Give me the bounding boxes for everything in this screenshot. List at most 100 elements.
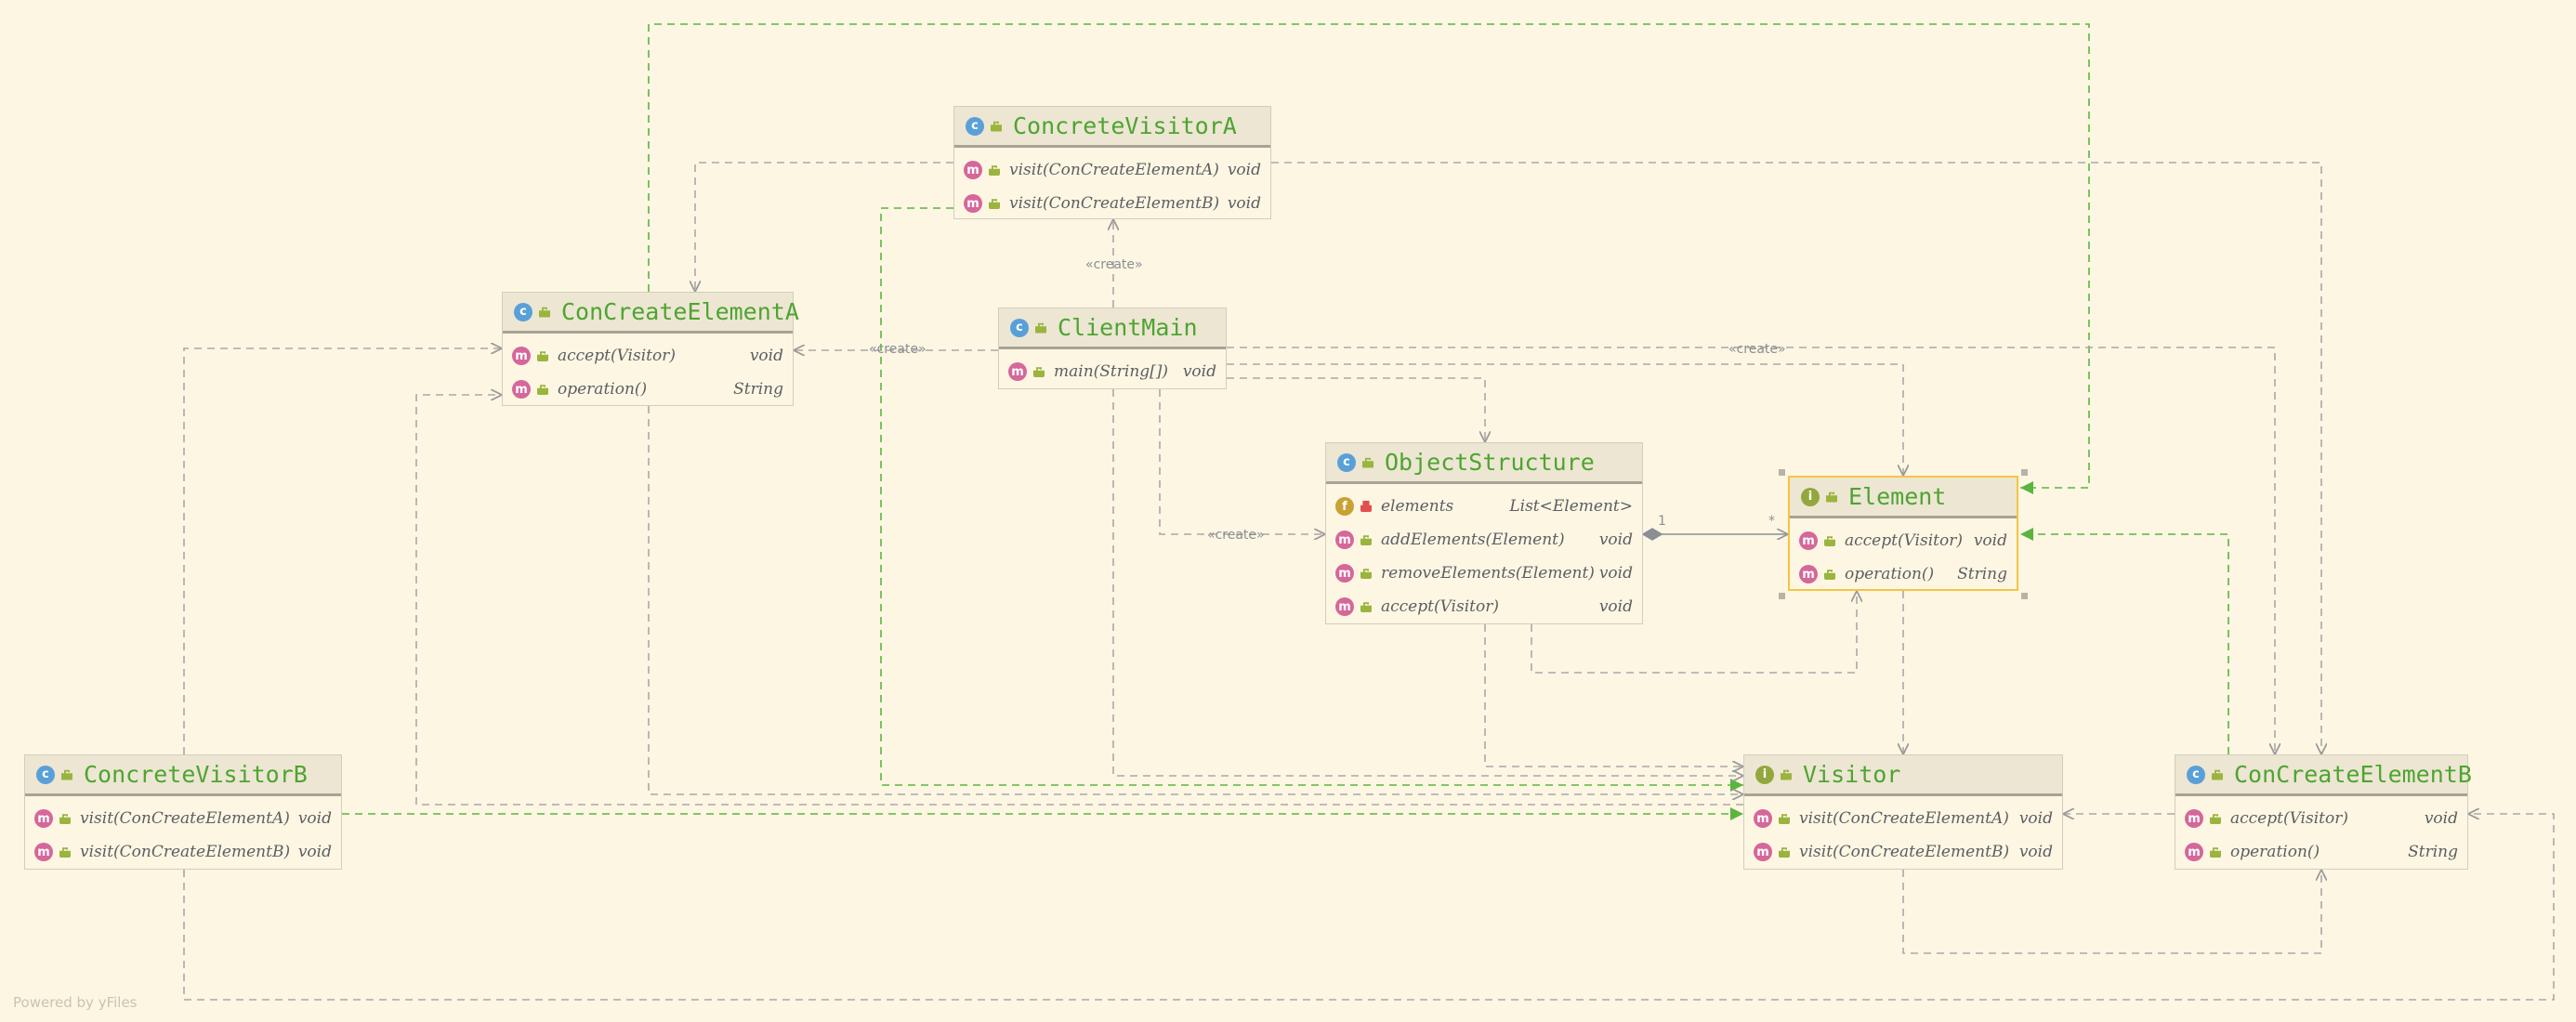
method-icon: m <box>2185 843 2203 861</box>
method-icon: m <box>2185 809 2203 828</box>
public-lock-icon <box>1779 814 1790 824</box>
member-type: String <box>1957 565 2007 583</box>
public-lock-icon <box>1033 367 1045 377</box>
member-type: void <box>1598 597 1633 616</box>
field-icon: f <box>1335 497 1354 516</box>
class-icon: c <box>966 116 984 136</box>
selection-handle[interactable] <box>2021 469 2028 476</box>
watermark: Powered by yFiles <box>13 994 138 1011</box>
edge-cvA-implements-visitor <box>880 207 1743 792</box>
class-name: ConCreateElementB <box>2234 761 2472 788</box>
edge-client-uses-element <box>1227 363 1903 476</box>
create-label: «create» <box>1728 342 1786 357</box>
edge-cvA-uses-ceB <box>1271 162 2321 754</box>
class-icon: c <box>2187 765 2205 784</box>
public-lock-icon <box>2210 847 2221 858</box>
public-lock-icon <box>1362 457 1373 468</box>
public-lock-icon <box>1779 847 1790 858</box>
method-icon: m <box>512 380 531 399</box>
member-name: operation() <box>558 380 648 399</box>
public-lock-icon <box>1035 322 1046 334</box>
member-name: main(String[]) <box>1054 362 1169 381</box>
create-label: «create» <box>1085 257 1143 272</box>
public-lock-icon <box>989 165 1000 176</box>
edge-cvB-uses-ceA <box>183 348 502 754</box>
edge-visitor-uses-ceA <box>415 395 1743 806</box>
edge-ceA-implements-element <box>648 23 2090 494</box>
public-lock-icon <box>537 351 548 361</box>
method-icon: m <box>1335 531 1354 549</box>
member-name: accept(Visitor) <box>558 347 676 365</box>
member-name: addElements(Element) <box>1381 531 1565 549</box>
selection-handle[interactable] <box>1779 469 1785 476</box>
class-name: ConCreateElementA <box>561 298 799 325</box>
edge-client-uses-objstruct <box>1227 377 1485 442</box>
member-type: void <box>2018 809 2053 828</box>
edge-visitor-uses-ceB <box>1902 870 2321 954</box>
multiplicity-one: 1 <box>1658 514 1666 529</box>
selection-handle[interactable] <box>1779 593 1785 599</box>
member-name: visit(ConCreateElementB) <box>1799 843 2010 861</box>
create-label: «create» <box>869 342 927 357</box>
edge-client-creates-objstruct <box>1159 389 1325 534</box>
class-icon: c <box>514 302 532 321</box>
member-name: visit(ConCreateElementB) <box>1009 194 1220 213</box>
class-name: Visitor <box>1803 761 1901 788</box>
method-icon: m <box>1754 809 1772 828</box>
class-icon: c <box>1010 318 1029 337</box>
edge-cvA-uses-ceA <box>695 162 953 292</box>
public-lock-icon <box>537 385 548 395</box>
public-lock-icon <box>59 814 71 824</box>
create-label: «create» <box>1207 528 1265 543</box>
method-icon: m <box>34 843 53 861</box>
member-name: visit(ConCreateElementA) <box>1009 161 1219 179</box>
method-icon: m <box>1335 564 1354 583</box>
method-icon: m <box>1799 531 1818 550</box>
public-lock-icon <box>539 307 550 318</box>
selection-handle[interactable] <box>2021 593 2028 599</box>
member-type: void <box>1227 161 1261 179</box>
public-lock-icon <box>1824 570 1835 580</box>
private-lock-icon <box>1360 501 1372 512</box>
method-icon: m <box>1335 597 1354 616</box>
member-type: void <box>1598 564 1633 583</box>
edge-client-uses-visitor <box>1112 389 1743 776</box>
member-type: List<Element> <box>1509 497 1633 516</box>
interface-icon: i <box>1801 487 1820 506</box>
member-name: visit(ConCreateElementB) <box>80 843 291 861</box>
class-icon: c <box>1337 452 1356 472</box>
composition-diamond <box>1641 528 1663 541</box>
